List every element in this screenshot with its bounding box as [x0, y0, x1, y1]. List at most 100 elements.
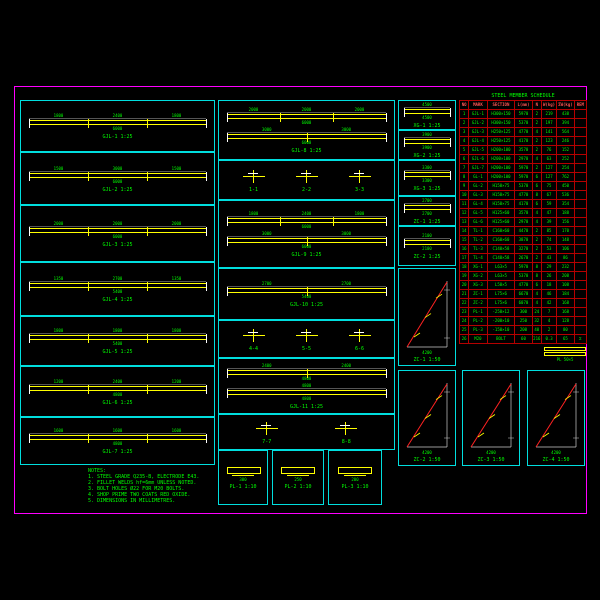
schedule-cell: 13	[458, 217, 470, 227]
stiffener-tick	[450, 171, 451, 180]
schedule-cell	[573, 172, 588, 182]
schedule-cell	[573, 163, 588, 173]
schedule-cell: 6	[531, 199, 542, 209]
drawing-caption: PL-1 1:10	[229, 483, 257, 490]
schedule-cell: 184	[556, 289, 575, 299]
schedule-cell	[573, 307, 588, 317]
note-line: 1. STEEL GRADE Q235-B, ELECTRODE E43.	[88, 474, 200, 480]
drawing-caption: GJL-6 1:25	[102, 399, 133, 406]
dim-text: 2400	[301, 211, 312, 216]
schedule-cell: 4	[531, 289, 542, 299]
stiffener-tick	[206, 282, 207, 291]
weld-mark	[260, 424, 271, 426]
schedule-cell: 39	[540, 217, 558, 227]
schedule-cell: 536	[556, 190, 575, 200]
section-caption: 1-1	[248, 186, 259, 193]
stiffener-tick	[386, 369, 387, 378]
schedule-cell: 4	[531, 127, 542, 137]
drawing-caption: GJL-9 1:25	[291, 252, 322, 258]
stiffener-tick	[88, 171, 89, 181]
schedule-cell	[573, 244, 588, 254]
stiffener-tick	[206, 119, 207, 128]
schedule-cell: 4770	[514, 280, 533, 290]
schedule-cell: 106	[556, 244, 575, 254]
schedule-cell: 252	[556, 154, 575, 164]
schedule-cell: 46	[540, 289, 558, 299]
schedule-cell: -250×12	[486, 307, 516, 317]
beam-bar	[29, 226, 207, 236]
schedule-cell: 25	[458, 325, 470, 335]
schedule-cell: BOLT	[486, 334, 516, 344]
stiffener-tick	[306, 237, 308, 246]
schedule-cell	[573, 235, 588, 245]
schedule-cell: 5370	[514, 181, 533, 191]
schedule-cell: 24	[458, 316, 470, 326]
drawing-caption: GJL-4 1:25	[102, 297, 133, 303]
schedule-cell: 16	[458, 244, 470, 254]
dim-text: 3000	[112, 165, 123, 171]
stiffener-tick	[306, 369, 308, 378]
schedule-cell: 21	[458, 289, 470, 299]
brace-diagram	[403, 278, 451, 350]
beam-dim-row: 2100	[404, 233, 450, 239]
stiffener-tick	[227, 113, 228, 122]
schedule-cell: 2	[458, 118, 470, 128]
stiffener-tick	[29, 226, 30, 236]
beam-overall-dim: 6000	[301, 244, 312, 249]
schedule-cell: 5970	[514, 109, 533, 119]
schedule-cell: L63×5	[486, 271, 516, 281]
schedule-cell: C140×58	[486, 244, 516, 254]
section-glyph	[347, 327, 373, 344]
drawing-caption: ZC-2 1:50	[413, 457, 441, 463]
schedule-cell: 3	[458, 127, 470, 137]
schedule-cell: 4770	[514, 127, 533, 137]
schedule-cell: 2	[531, 118, 542, 128]
stiffener-tick	[404, 204, 405, 213]
dim-text: 1800	[53, 328, 64, 333]
section-caption: 8-8	[341, 438, 351, 445]
drawing-caption: GJL-5 1:25	[102, 349, 133, 355]
schedule-cell: H200×100	[486, 145, 516, 155]
stiffener-tick	[29, 119, 30, 128]
schedule-cell: H250×125	[486, 136, 516, 146]
drawing-caption: GJL-8 1:25	[291, 148, 322, 154]
schedule-cell	[573, 190, 588, 200]
schedule-cell: 18	[540, 280, 558, 290]
schedule-cell: 4170	[514, 136, 533, 146]
schedule-cell: 40	[531, 325, 542, 335]
beam-bar	[227, 217, 387, 226]
schedule-cell: H200×100	[486, 154, 516, 164]
schedule-cell: 170	[556, 226, 575, 236]
schedule-cell: 19	[458, 271, 470, 281]
stiffener-tick	[206, 434, 207, 443]
beam-dim-row: 4800	[227, 383, 386, 389]
schedule-cell: 20	[458, 280, 470, 290]
schedule-cell	[573, 280, 588, 290]
plate-edge	[344, 474, 366, 476]
stiffener-tick	[227, 237, 228, 246]
schedule-cell: GJL-7	[468, 163, 488, 173]
